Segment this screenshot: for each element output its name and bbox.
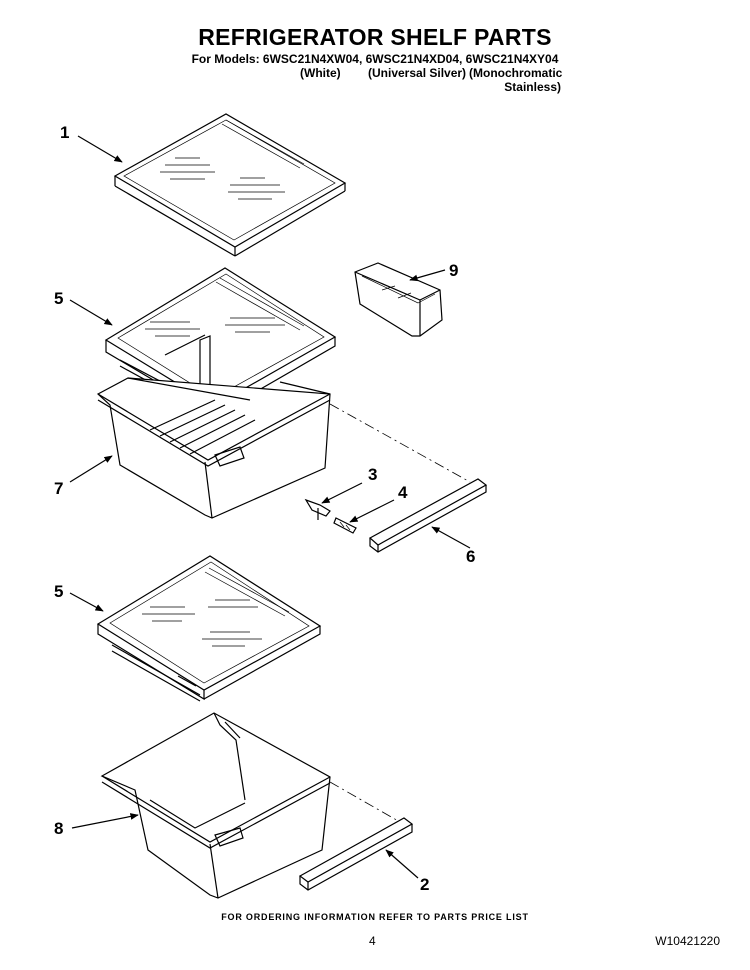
part-6-rail: [368, 478, 488, 553]
part-3-clip: [304, 498, 331, 520]
callout-8: 8: [54, 819, 63, 838]
part-9-bin: [354, 262, 443, 337]
glass-texture-1: [160, 157, 285, 200]
alignment-line-2: [329, 781, 401, 823]
page-title: REFRIGERATOR SHELF PARTS: [198, 24, 552, 50]
alignment-line-6: [329, 403, 471, 483]
callout-5-upper: 5: [54, 289, 63, 308]
callout-2: 2: [420, 875, 429, 894]
callout-6: 6: [466, 547, 475, 566]
callout-5-lower: 5: [54, 582, 63, 601]
part-7-crisper-drawer: [96, 377, 331, 519]
variant-universal-silver: (Universal Silver): [368, 66, 467, 80]
variant-3-line-1: (Monochromatic: [469, 66, 563, 80]
part-8-lower-drawer: [100, 712, 331, 899]
document-number: W10421220: [655, 934, 720, 948]
part-5-lower-shelf: [96, 555, 322, 702]
callout-3: 3: [368, 465, 377, 484]
drawer-slats: [149, 399, 256, 455]
callout-arrows: [69, 135, 471, 879]
ordering-note: FOR ORDERING INFORMATION REFER TO PARTS …: [221, 912, 529, 922]
variant-3-line-2: Stainless): [504, 80, 561, 94]
part-4-clip: [333, 517, 357, 534]
callout-7: 7: [54, 479, 63, 498]
callout-1: 1: [60, 123, 69, 142]
variant-white: (White): [300, 66, 341, 80]
glass-texture-5a: [145, 317, 285, 337]
page-number: 4: [369, 934, 376, 948]
models-line: For Models: 6WSC21N4XW04, 6WSC21N4XD04, …: [191, 52, 559, 66]
callout-9: 9: [449, 261, 458, 280]
part-2-rail: [298, 817, 414, 891]
glass-texture-5b: [142, 599, 262, 647]
part-1-glass-shelf: [113, 113, 347, 257]
callout-4: 4: [398, 483, 408, 502]
variant-monochromatic-stainless: (Monochromatic Stainless): [469, 66, 563, 94]
